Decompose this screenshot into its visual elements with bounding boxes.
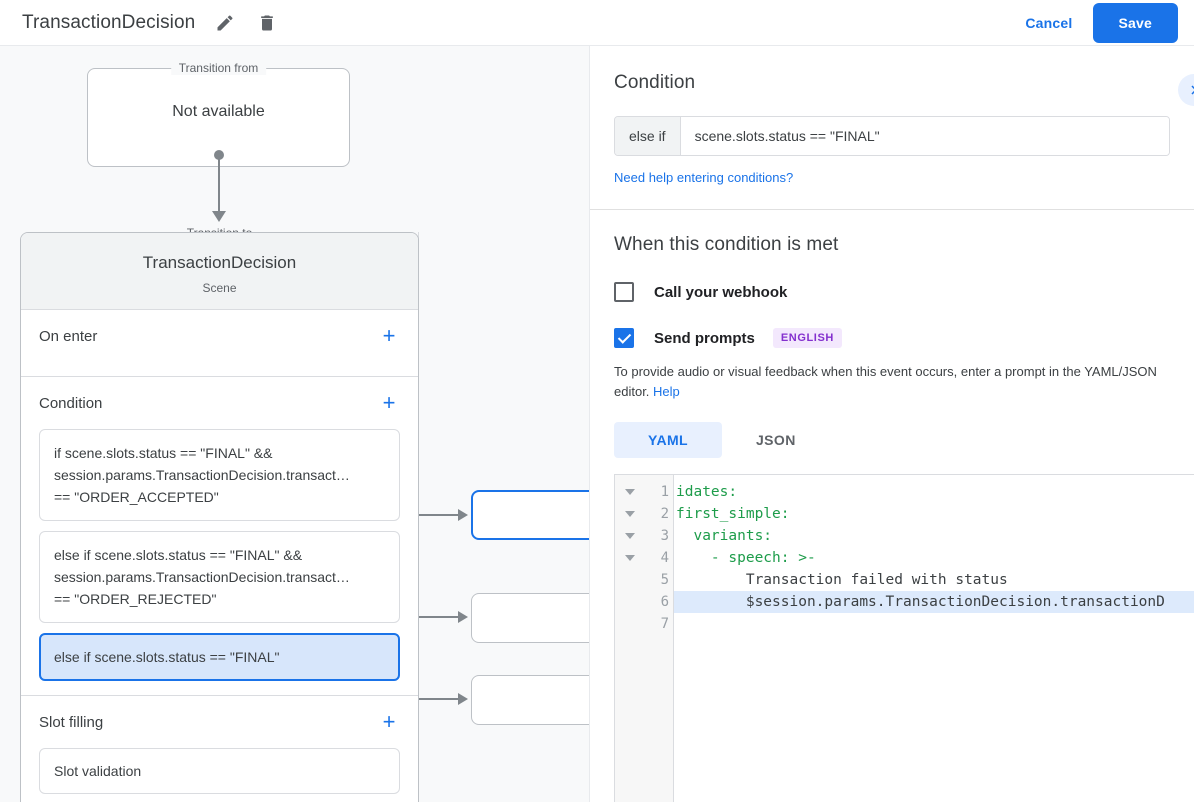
panel-title: Condition bbox=[614, 72, 696, 93]
condition-item-2-line3: == "ORDER_REJECTED" bbox=[54, 591, 217, 607]
save-button[interactable]: Save bbox=[1092, 2, 1178, 43]
connector-line-1 bbox=[404, 514, 462, 516]
transition-arrow-dot bbox=[214, 150, 224, 160]
prompts-help-link[interactable]: Help bbox=[653, 384, 680, 399]
fold-toggle-3[interactable] bbox=[615, 525, 645, 547]
section-on-enter: On enter + bbox=[21, 310, 418, 377]
section-condition: Condition + if scene.slots.status == "FI… bbox=[21, 377, 418, 696]
add-slot-filling-button[interactable]: + bbox=[382, 709, 396, 734]
yaml-editor[interactable]: 1 2 3 4 5 6 7 idates: first_simple: vari… bbox=[614, 474, 1194, 802]
connector-line-3 bbox=[404, 698, 462, 700]
line-number: 2 bbox=[660, 506, 669, 522]
connector-arrow-3 bbox=[458, 693, 468, 705]
send-prompts-row[interactable]: Send prompts ENGLISH bbox=[614, 328, 1170, 348]
condition-help-link[interactable]: Need help entering conditions? bbox=[614, 170, 794, 185]
section-condition-title: Condition bbox=[39, 394, 103, 412]
line-number: 4 bbox=[660, 550, 669, 566]
slot-validation-item[interactable]: Slot validation bbox=[39, 748, 400, 794]
add-on-enter-button[interactable]: + bbox=[382, 323, 396, 348]
fold-spacer-5 bbox=[615, 569, 645, 591]
section-on-enter-header: On enter + bbox=[39, 310, 400, 362]
fold-spacer-7 bbox=[615, 613, 645, 635]
canvas-inner: Transition from Not available Transition… bbox=[0, 46, 589, 802]
scene-name: TransactionDecision bbox=[142, 253, 297, 272]
section-slot-filling-title: Slot filling bbox=[39, 713, 104, 731]
editor-code-area[interactable]: idates: first_simple: variants: - speech… bbox=[674, 475, 1194, 802]
fold-toggle-2[interactable] bbox=[615, 503, 645, 525]
editor-line-numbers: 1 2 3 4 5 6 7 bbox=[645, 475, 674, 802]
target-node-2[interactable] bbox=[471, 593, 589, 643]
connector-arrow-2 bbox=[458, 611, 468, 623]
tab-yaml[interactable]: YAML bbox=[614, 422, 722, 458]
panel-condition-section: Condition else if scene.slots.status == … bbox=[590, 46, 1194, 210]
line-number: 5 bbox=[660, 572, 669, 588]
code-line[interactable]: first_simple: bbox=[676, 506, 790, 522]
condition-expression-input[interactable]: scene.slots.status == "FINAL" bbox=[680, 117, 1169, 155]
condition-input-row[interactable]: else if scene.slots.status == "FINAL" bbox=[614, 116, 1170, 156]
transition-arrow-head bbox=[212, 211, 226, 222]
trash-icon[interactable] bbox=[255, 11, 279, 35]
prompts-description-text: To provide audio or visual feedback when… bbox=[614, 364, 1157, 399]
condition-item-1-line2: session.params.TransactionDecision.trans… bbox=[54, 467, 350, 483]
send-prompts-label: Send prompts bbox=[654, 329, 755, 347]
transition-arrow-line bbox=[218, 156, 220, 214]
webhook-row[interactable]: Call your webhook bbox=[614, 282, 1170, 302]
line-number: 1 bbox=[660, 484, 669, 500]
panel-actions-section: When this condition is met Call your web… bbox=[590, 210, 1194, 802]
code-line[interactable]: idates: bbox=[676, 484, 738, 500]
condition-item-3[interactable]: else if scene.slots.status == "FINAL" bbox=[39, 633, 400, 681]
fold-spacer-6 bbox=[615, 591, 645, 613]
send-prompts-checkbox[interactable] bbox=[614, 328, 634, 348]
section-on-enter-title: On enter bbox=[39, 327, 98, 345]
editor-format-tabs: YAML JSON bbox=[614, 422, 1170, 458]
condition-item-2[interactable]: else if scene.slots.status == "FINAL" &&… bbox=[39, 531, 400, 623]
chevron-right-icon[interactable] bbox=[1178, 74, 1194, 106]
top-app-bar: TransactionDecision Cancel Save bbox=[0, 0, 1194, 46]
code-line[interactable]: - speech: >- bbox=[676, 550, 816, 566]
scene-card[interactable]: TransactionDecision Scene On enter + Con… bbox=[20, 232, 419, 802]
condition-details-panel: Condition else if scene.slots.status == … bbox=[589, 46, 1194, 802]
scene-card-header[interactable]: TransactionDecision Scene bbox=[21, 233, 418, 310]
line-number: 3 bbox=[660, 528, 669, 544]
editor-fold-gutter bbox=[615, 475, 645, 802]
target-node-3[interactable] bbox=[471, 675, 589, 725]
condition-item-3-line1: else if scene.slots.status == "FINAL" bbox=[54, 649, 280, 665]
section-slot-filling-header: Slot filling + bbox=[39, 696, 400, 748]
target-node-1[interactable] bbox=[471, 490, 589, 540]
scene-type: Scene bbox=[202, 281, 237, 295]
scene-graph-canvas[interactable]: Transition from Not available Transition… bbox=[0, 46, 589, 802]
tab-json[interactable]: JSON bbox=[755, 432, 796, 448]
code-line[interactable] bbox=[674, 613, 1194, 635]
line-number: 6 bbox=[660, 594, 669, 610]
when-condition-met-title: When this condition is met bbox=[614, 234, 839, 255]
line-number: 7 bbox=[660, 616, 669, 632]
fold-toggle-4[interactable] bbox=[615, 547, 645, 569]
connector-line-2 bbox=[404, 616, 462, 618]
condition-item-1-line1: if scene.slots.status == "FINAL" && bbox=[54, 445, 273, 461]
prompts-description: To provide audio or visual feedback when… bbox=[614, 362, 1170, 402]
condition-item-1[interactable]: if scene.slots.status == "FINAL" && sess… bbox=[39, 429, 400, 521]
code-line[interactable]: $session.params.TransactionDecision.tran… bbox=[674, 591, 1194, 613]
condition-item-2-line1: else if scene.slots.status == "FINAL" && bbox=[54, 547, 303, 563]
fold-toggle-1[interactable] bbox=[615, 481, 645, 503]
call-webhook-checkbox[interactable] bbox=[614, 282, 634, 302]
language-badge: ENGLISH bbox=[772, 328, 842, 348]
condition-item-2-line2: session.params.TransactionDecision.trans… bbox=[54, 569, 350, 585]
pencil-icon[interactable] bbox=[213, 11, 237, 35]
condition-prefix-label: else if bbox=[615, 117, 681, 155]
call-webhook-label: Call your webhook bbox=[654, 283, 788, 301]
transition-from-legend: Transition from bbox=[170, 61, 267, 75]
page-title: TransactionDecision bbox=[22, 11, 196, 33]
connector-arrow-1 bbox=[458, 509, 468, 521]
section-condition-header: Condition + bbox=[39, 377, 400, 429]
add-condition-button[interactable]: + bbox=[382, 390, 396, 415]
code-line[interactable]: Transaction failed with status bbox=[676, 572, 1008, 588]
transition-from-value: Not available bbox=[172, 103, 265, 120]
condition-item-1-line3: == "ORDER_ACCEPTED" bbox=[54, 489, 219, 505]
cancel-button[interactable]: Cancel bbox=[1013, 7, 1084, 39]
section-slot-filling: Slot filling + Slot validation bbox=[21, 696, 418, 802]
code-line[interactable]: variants: bbox=[676, 528, 773, 544]
